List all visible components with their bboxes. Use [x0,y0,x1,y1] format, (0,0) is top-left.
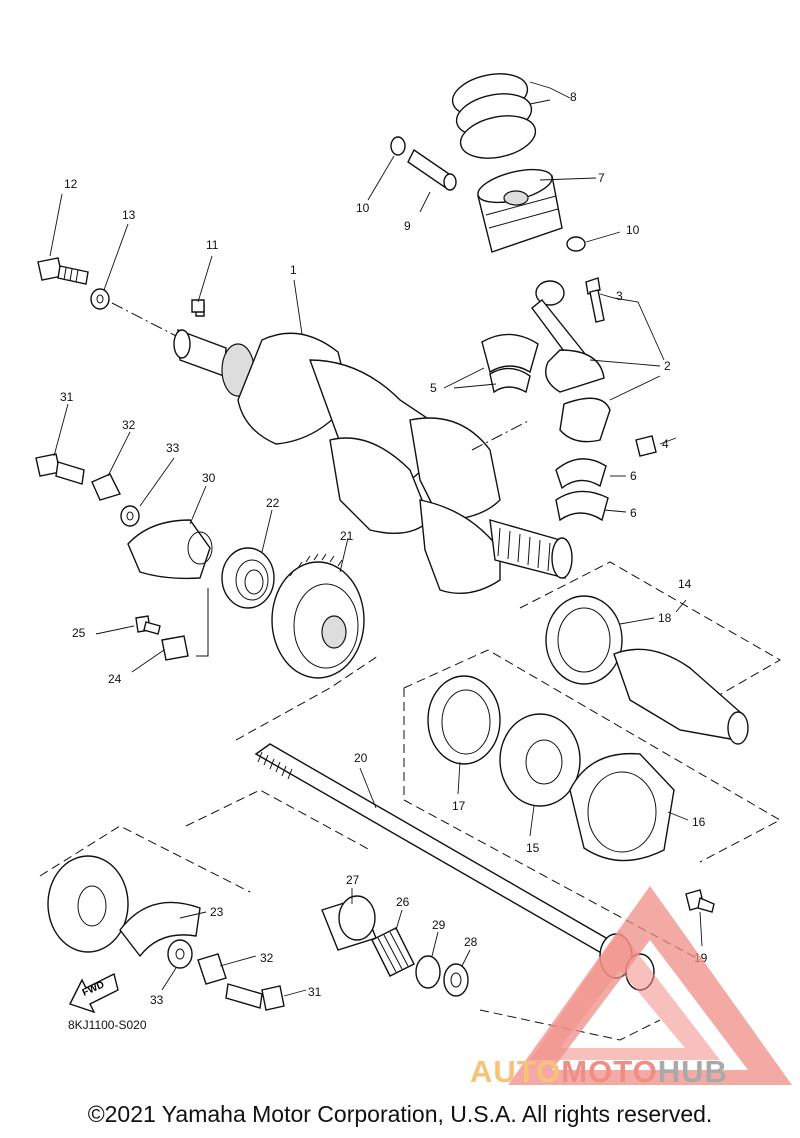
callout-18: 18 [658,611,672,625]
callout-21: 21 [340,529,354,543]
bolt-19 [685,889,715,913]
callout-16: 16 [692,815,706,829]
bolt-12 [37,257,89,285]
callout-12: 12 [64,177,78,191]
callout-31-lower: 31 [308,985,322,999]
callout-30: 30 [202,471,216,485]
copyright-notice: ©2021 Yamaha Motor Corporation, U.S.A. A… [87,1101,713,1127]
callout-22: 22 [266,496,280,510]
callout-29: 29 [432,918,446,932]
oil-pump-drive-gear-30 [127,519,213,580]
watermark-moto: MOTO [561,1054,658,1089]
watermark-auto: AUTO [470,1054,562,1089]
callout-5: 5 [430,381,437,395]
callout-27: 27 [346,873,360,887]
watermark-hub: HUB [657,1054,728,1089]
callout-20: 20 [354,751,368,765]
callout-15: 15 [526,841,540,855]
callout-25: 25 [72,626,86,640]
callout-13: 13 [122,208,136,222]
callout-14: 14 [678,577,692,591]
callout-10-left: 10 [356,201,370,215]
callout-6-upper: 6 [630,469,637,483]
callout-8: 8 [570,90,577,104]
main-bearing-upper [555,458,607,490]
washer-33-lower [167,939,193,969]
main-bearing-lower [555,490,609,522]
primary-drive-gear-21 [271,553,365,679]
callout-17: 17 [452,799,466,813]
piston [477,168,563,253]
washer-13 [90,288,110,310]
weight-23 [119,901,201,958]
lock-washer-32-upper [91,473,121,501]
bearing-15 [499,713,581,807]
watermark-triangle-logo [508,886,792,1085]
callout-32-upper: 32 [122,418,136,432]
conrod-bolt [585,277,605,323]
piston-rings [451,73,537,159]
callout-26: 26 [396,895,410,909]
callout-24: 24 [108,672,122,686]
callout-11: 11 [206,238,219,252]
collar-27 [321,895,377,951]
connecting-rod [531,280,611,443]
needle-bearing-26 [371,927,415,977]
bolt-31-lower [225,983,285,1011]
circlip-10-right [566,236,586,252]
washer-33-upper [120,505,140,527]
callout-1: 1 [290,263,297,277]
exploded-parts-diagram: FWD [35,73,782,1041]
callout-9: 9 [404,219,411,233]
plate-24 [161,635,189,661]
lock-washer-32-lower [197,953,227,985]
woodruff-key [191,299,205,313]
conrod-nut [635,435,657,457]
callout-2: 2 [664,359,671,373]
callout-10-right: 10 [626,223,640,237]
leader-lines [49,81,703,997]
callout-3: 3 [616,289,623,303]
shaft-sleeve [613,648,749,745]
circlip-10-left [390,136,406,156]
callout-33-upper: 33 [166,441,180,455]
callout-33-lower: 33 [150,993,164,1007]
diagram-code: 8KJ1100-S020 [68,1018,147,1032]
conrod-bearing [481,333,539,394]
callout-28: 28 [464,935,478,949]
callout-31-upper: 31 [60,390,74,404]
crankshaft [173,303,573,595]
screw-25 [135,615,161,635]
bearing-housing-16 [569,752,675,862]
bolt-31-upper [35,453,85,485]
washer-28 [443,963,469,997]
balancer-gear [47,855,129,953]
callout-7: 7 [598,171,605,185]
oil-seal-18 [545,595,623,685]
callout-6-lower: 6 [630,506,637,520]
watermark-brand-text: AUTOMOTOHUB [470,1054,728,1090]
oil-seal-17 [427,675,501,765]
callout-23: 23 [210,905,224,919]
callout-32-lower: 32 [260,951,274,965]
piston-pin [407,148,457,191]
circlip-29 [415,955,441,989]
fwd-arrow-icon: FWD [69,972,119,1014]
bearing-22 [221,547,275,609]
callout-4: 4 [662,437,669,451]
